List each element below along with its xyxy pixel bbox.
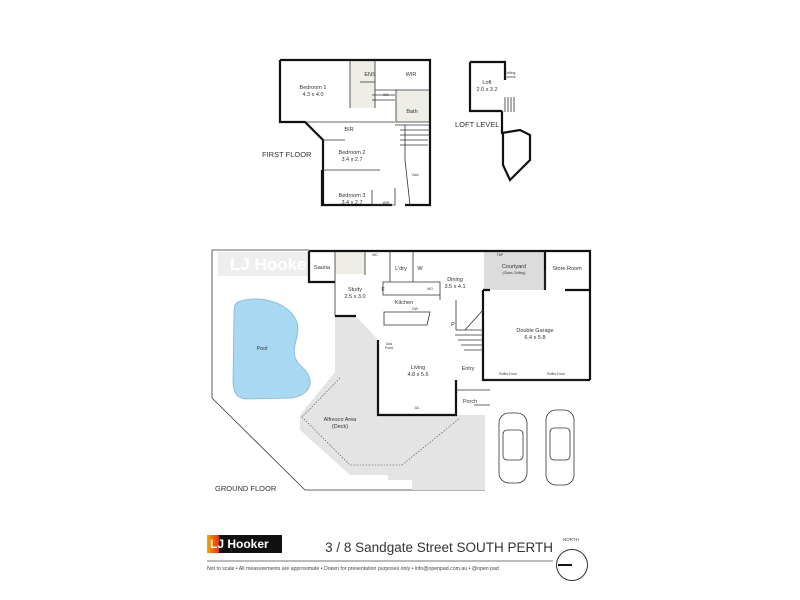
car-icon [498,412,528,484]
deck-dotted-outline [301,377,461,466]
room-note-alfresco: (Deck) [332,424,348,430]
tap-label: TAP [497,253,504,257]
disclaimer: Not to scale • All measurements are appr… [207,566,499,572]
room-label-bir: BIR [344,127,353,133]
room-label-dishwasher: DW [412,307,419,311]
loft-stairs [504,97,515,112]
gas-point-label: Gas [386,342,393,346]
room-size-living: 4.8 x 5.6 [407,372,428,378]
room-label-wc-ground: WC [372,253,378,257]
first-floor-plan: Bedroom 1 4.3 x 4.0 ENS WIR WC Bath BIR … [262,58,432,207]
loft-level-plan: Loft 2.0 x 3.2 Ceiling Access LOFT LEVEL [455,60,532,182]
room-label-pantry: P [451,322,455,328]
room-label-wir: WIR [406,72,417,78]
deck-area [300,316,485,490]
room-label-bath: Bath [406,109,417,115]
room-label-wir-2: WIR [383,201,390,205]
room-label-entry: Entry [462,366,475,372]
ground-stairs [455,334,483,351]
roller-door-label-2: Roller Door [547,372,566,376]
logo-text: LJ Hooker [210,537,269,551]
lj-hooker-logo: LJ Hooker [207,535,282,553]
car-icon [545,409,575,486]
compass-needle [558,564,572,566]
room-label-fridge: F [381,287,385,293]
property-boundary [211,249,485,491]
ac-label: AC [415,406,420,410]
roller-door-label-1: Roller Door [499,372,518,376]
room-label-laundry: L'dry [395,266,407,272]
room-label-living: Living [411,365,425,371]
room-label-alfresco: Alfresco Area [324,417,358,423]
room-size-bedroom-2: 3.4 x 2.7 [341,157,362,163]
bath-wet-area [396,90,430,122]
watermark-band [218,252,308,276]
room-size-study: 2.5 x 3.0 [344,294,365,300]
level-label-ground-floor: GROUND FLOOR [215,484,277,493]
room-label-dining: Dining [447,277,463,283]
level-label-loft: LOFT LEVEL [455,120,499,129]
ceiling-access-label-2: Access [504,75,516,79]
room-label-sauna: Sauna [314,265,331,271]
room-size-garage: 6.4 x 5.8 [524,335,545,341]
north-label: NORTH [563,537,579,542]
room-label-bedroom-2: Bedroom 2 [339,150,366,156]
logo-color-bar [207,535,219,553]
ceiling-access-label: Ceiling [505,71,516,75]
room-label-store-room: Store Room [552,266,582,272]
courtyard-area [484,252,545,290]
room-label-loft: Loft [482,80,492,86]
ground-floor-plan: LJ Hooker Pool Alfresco Area (Deck) Saun… [211,249,592,493]
room-label-w: W [417,266,423,272]
room-size-bedroom-3: 3.4 x 2.7 [341,200,362,206]
footer-divider [207,560,553,562]
room-label-void: Void [412,173,419,177]
room-label-kitchen: Kitchen [395,300,413,306]
room-size-bedroom-1: 4.3 x 4.0 [302,92,323,98]
room-label-bedroom-1: Bedroom 1 [300,85,327,91]
ground-floor-inner-walls [334,251,546,406]
room-label-garage: Double Garage [516,328,553,334]
gas-point-label-2: Point [385,346,393,350]
room-label-pool: Pool [256,346,267,352]
room-label-porch: Porch [463,399,477,405]
ensuite-wet-area [350,60,375,108]
level-label-first-floor: FIRST FLOOR [262,150,312,159]
loft-walls [468,60,532,182]
room-label-wc: WC [383,93,389,97]
property-address: 3 / 8 Sandgate Street SOUTH PERTH [325,540,553,555]
pool-shape [232,298,311,400]
stairs [372,94,430,146]
room-label-bedroom-3: Bedroom 3 [339,193,366,199]
room-note-courtyard: (Glass Ceiling) [503,271,526,275]
sauna-wet-area [335,252,365,274]
room-label-ens: ENS [364,72,376,78]
room-label-courtyard: Courtyard [502,264,526,270]
north-compass-icon [556,549,588,581]
first-floor-inner-walls [305,60,430,206]
room-label-study: Study [348,287,362,293]
room-label-microwave: MO [427,287,433,291]
kitchen-island [383,311,431,326]
room-size-dining: 3.5 x 4.1 [444,284,465,290]
room-size-loft: 2.0 x 3.2 [476,87,497,93]
watermark-logo: LJ Hooker [230,255,314,274]
